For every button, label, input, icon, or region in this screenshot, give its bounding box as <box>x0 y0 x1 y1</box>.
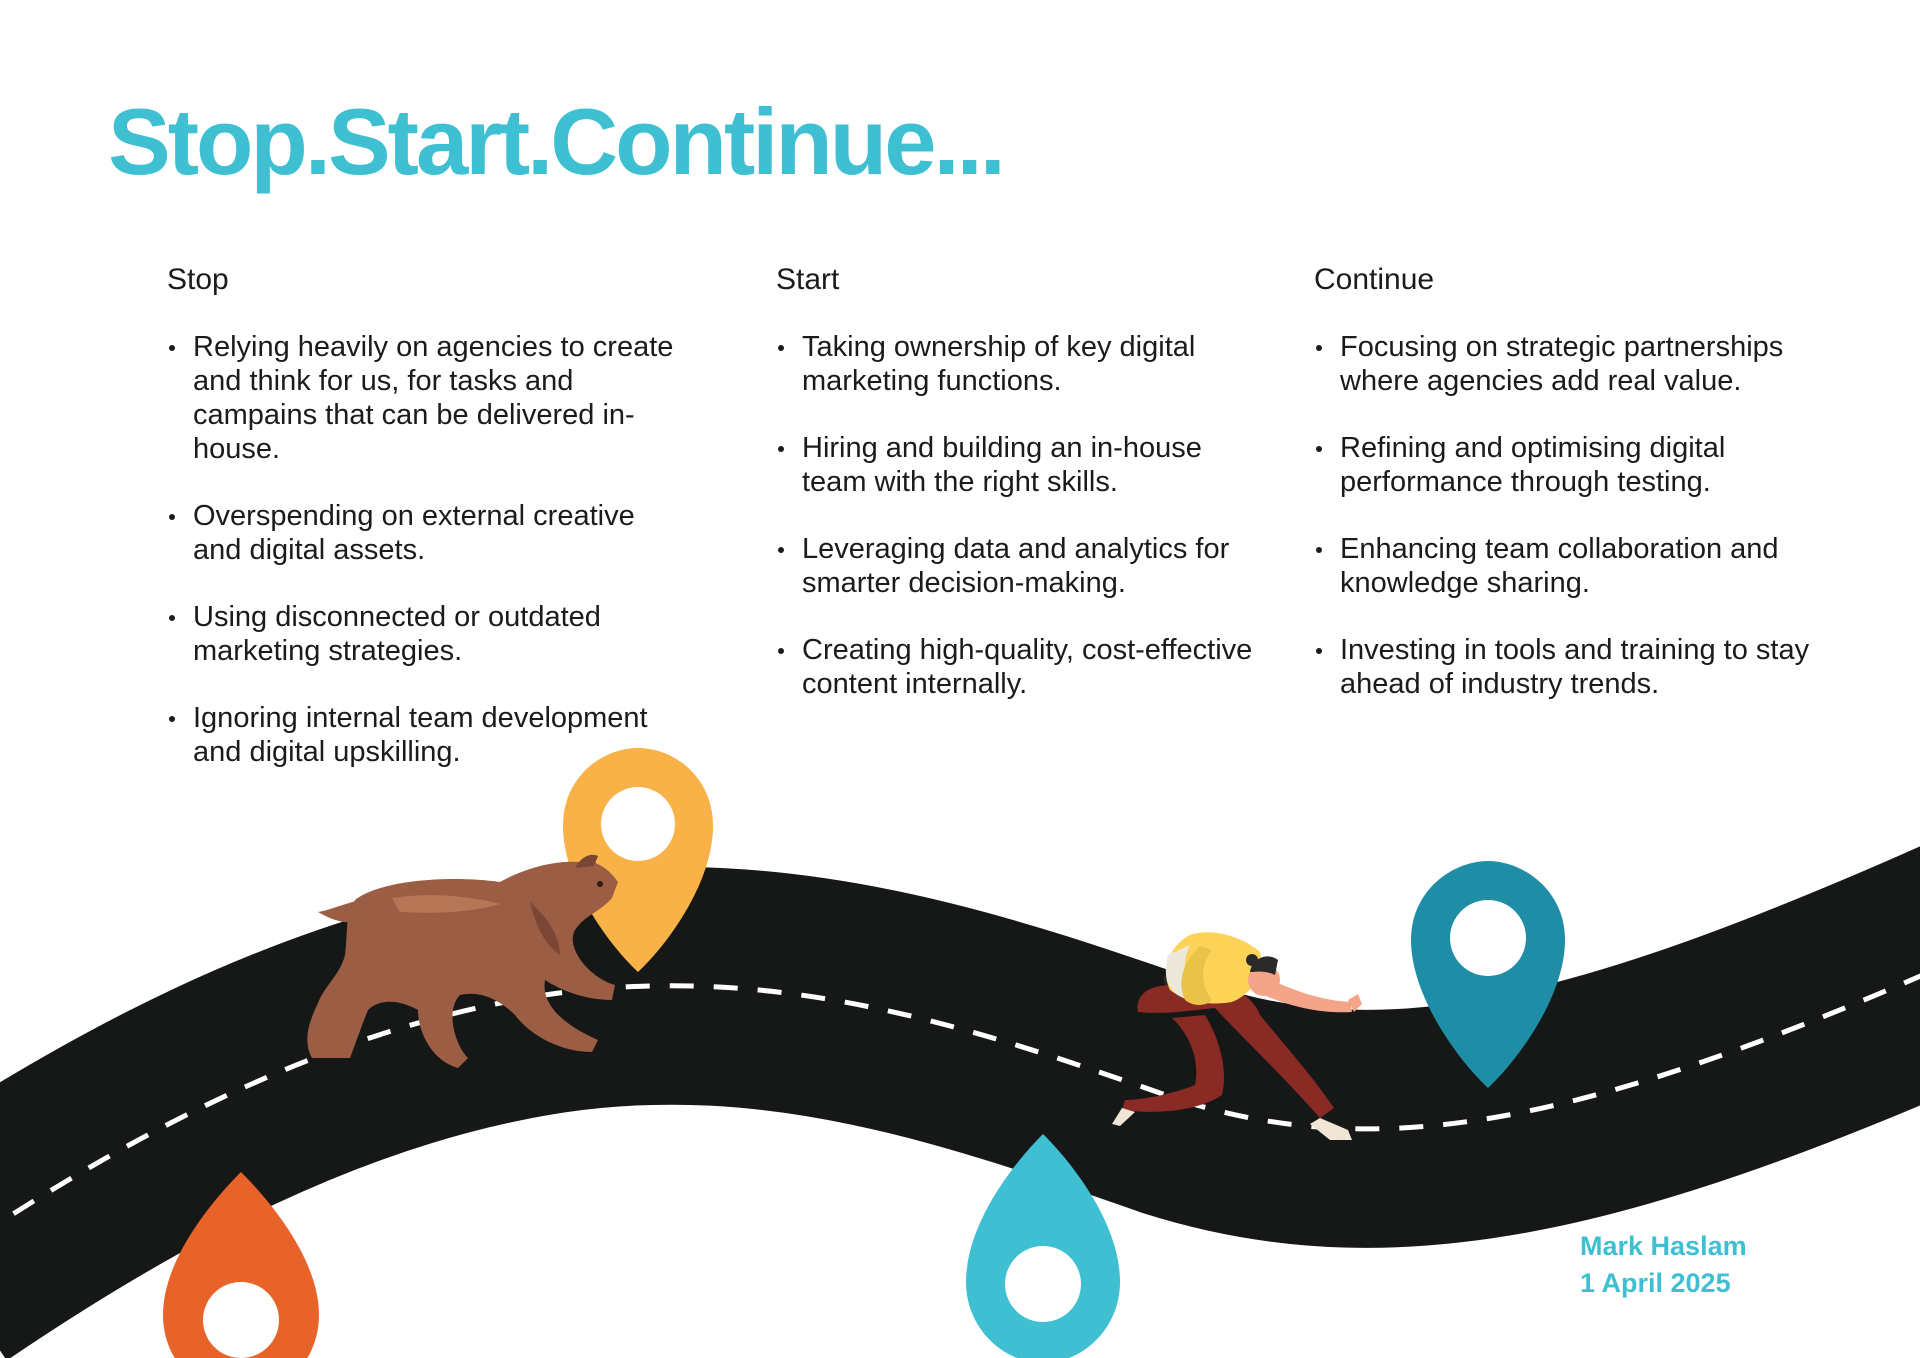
list-item: Leveraging data and analytics for smarte… <box>776 532 1266 600</box>
location-pin-icon <box>1411 861 1565 1088</box>
continue-column: Continue Focusing on strategic partnersh… <box>1314 262 1834 734</box>
list-item: Hiring and building an in-house team wit… <box>776 431 1266 499</box>
list-item: Enhancing team collaboration and knowled… <box>1314 532 1834 600</box>
stop-list: Relying heavily on agencies to create an… <box>167 330 687 769</box>
page-title: Stop.Start.Continue... <box>108 89 1006 194</box>
list-item: Refining and optimising digital performa… <box>1314 431 1834 499</box>
continue-heading: Continue <box>1314 263 1435 296</box>
list-item: Relying heavily on agencies to create an… <box>167 330 687 466</box>
stop-column: Stop Relying heavily on agencies to crea… <box>167 262 687 802</box>
list-item: Overspending on external creative and di… <box>167 499 687 567</box>
list-item: Creating high-quality, cost-effective co… <box>776 633 1266 701</box>
author-date: 1 April 2025 <box>1580 1268 1731 1298</box>
stop-heading: Stop <box>167 263 229 296</box>
list-item: Investing in tools and training to stay … <box>1314 633 1834 701</box>
bear-illustration <box>307 854 618 1068</box>
location-pin-icon <box>966 1134 1120 1358</box>
list-item: Ignoring internal team development and d… <box>167 701 687 769</box>
author-block: Mark Haslam 1 April 2025 <box>1580 1228 1747 1302</box>
start-list: Taking ownership of key digital marketin… <box>776 330 1266 701</box>
start-column: Start Taking ownership of key digital ma… <box>776 262 1266 734</box>
list-item: Focusing on strategic partnerships where… <box>1314 330 1834 398</box>
runner-illustration <box>1112 932 1362 1140</box>
location-pin-icon <box>563 748 713 972</box>
author-name: Mark Haslam <box>1580 1231 1747 1261</box>
continue-list: Focusing on strategic partnerships where… <box>1314 330 1834 701</box>
list-item: Using disconnected or outdated marketing… <box>167 600 687 668</box>
road-surface <box>0 846 1920 1358</box>
winding-road <box>0 846 1920 1358</box>
location-pin-icon <box>163 1172 319 1358</box>
start-heading: Start <box>776 263 840 296</box>
list-item: Taking ownership of key digital marketin… <box>776 330 1266 398</box>
